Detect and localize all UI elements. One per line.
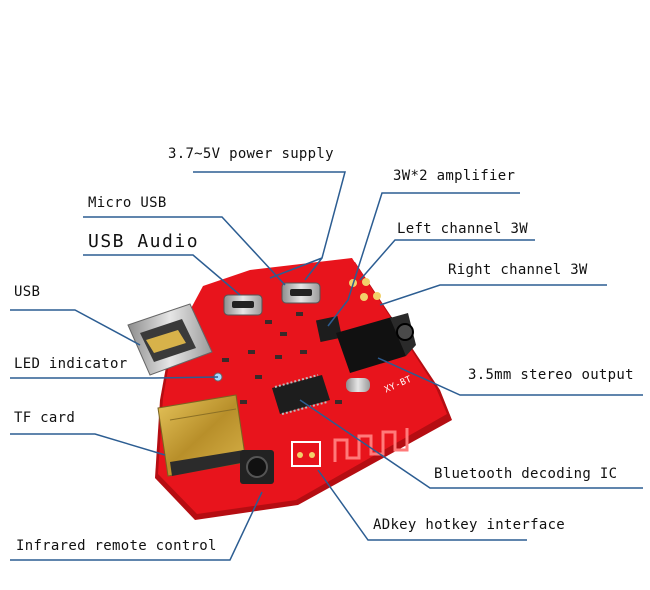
leader-usb <box>10 309 141 346</box>
leader-amplifier <box>327 192 520 327</box>
power-micro-usb-port <box>281 282 321 304</box>
label-amplifier: 3W*2 amplifier <box>393 168 516 184</box>
ir-receiver <box>240 450 274 484</box>
leader-power <box>193 171 346 281</box>
label-micro-usb: Micro USB <box>88 195 167 211</box>
label-usb: USB <box>14 284 41 300</box>
leader-right-channel <box>379 284 607 306</box>
bt-decoder-chip <box>272 374 330 415</box>
leader-lines <box>10 171 643 561</box>
label-bt-decoding-ic: Bluetooth decoding IC <box>434 466 618 482</box>
micro-usb-port <box>223 294 263 316</box>
label-power-supply: 3.7~5V power supply <box>168 146 334 162</box>
smd-components <box>222 312 342 404</box>
usb-a-port <box>127 303 213 376</box>
leader-adkey <box>317 469 527 541</box>
label-infrared: Infrared remote control <box>16 538 217 554</box>
label-left-channel: Left channel 3W <box>397 221 528 237</box>
leader-usb-audio <box>83 254 241 296</box>
label-led-indicator: LED indicator <box>14 356 128 372</box>
label-stereo-output: 3.5mm stereo output <box>468 367 634 383</box>
adkey-header <box>291 441 321 467</box>
stereo-jack <box>336 313 416 373</box>
tf-card-slot <box>157 394 247 477</box>
label-right-channel: Right channel 3W <box>448 262 588 278</box>
amplifier-chip <box>315 315 343 343</box>
leader-infrared <box>10 491 263 561</box>
speaker-terminals <box>349 278 381 301</box>
label-adkey: ADkey hotkey interface <box>373 517 566 533</box>
antenna-trace <box>333 428 409 462</box>
leader-bt-ic <box>299 399 643 489</box>
leader-left-channel <box>359 239 535 281</box>
leader-tf <box>10 433 166 456</box>
leader-power-split <box>269 257 323 279</box>
label-tf-card: TF card <box>14 410 76 426</box>
leader-micro-usb <box>83 216 286 286</box>
crystal <box>346 378 370 392</box>
label-usb-audio: USB Audio <box>88 231 200 252</box>
leader-stereo <box>377 357 643 396</box>
leader-led <box>10 376 219 379</box>
